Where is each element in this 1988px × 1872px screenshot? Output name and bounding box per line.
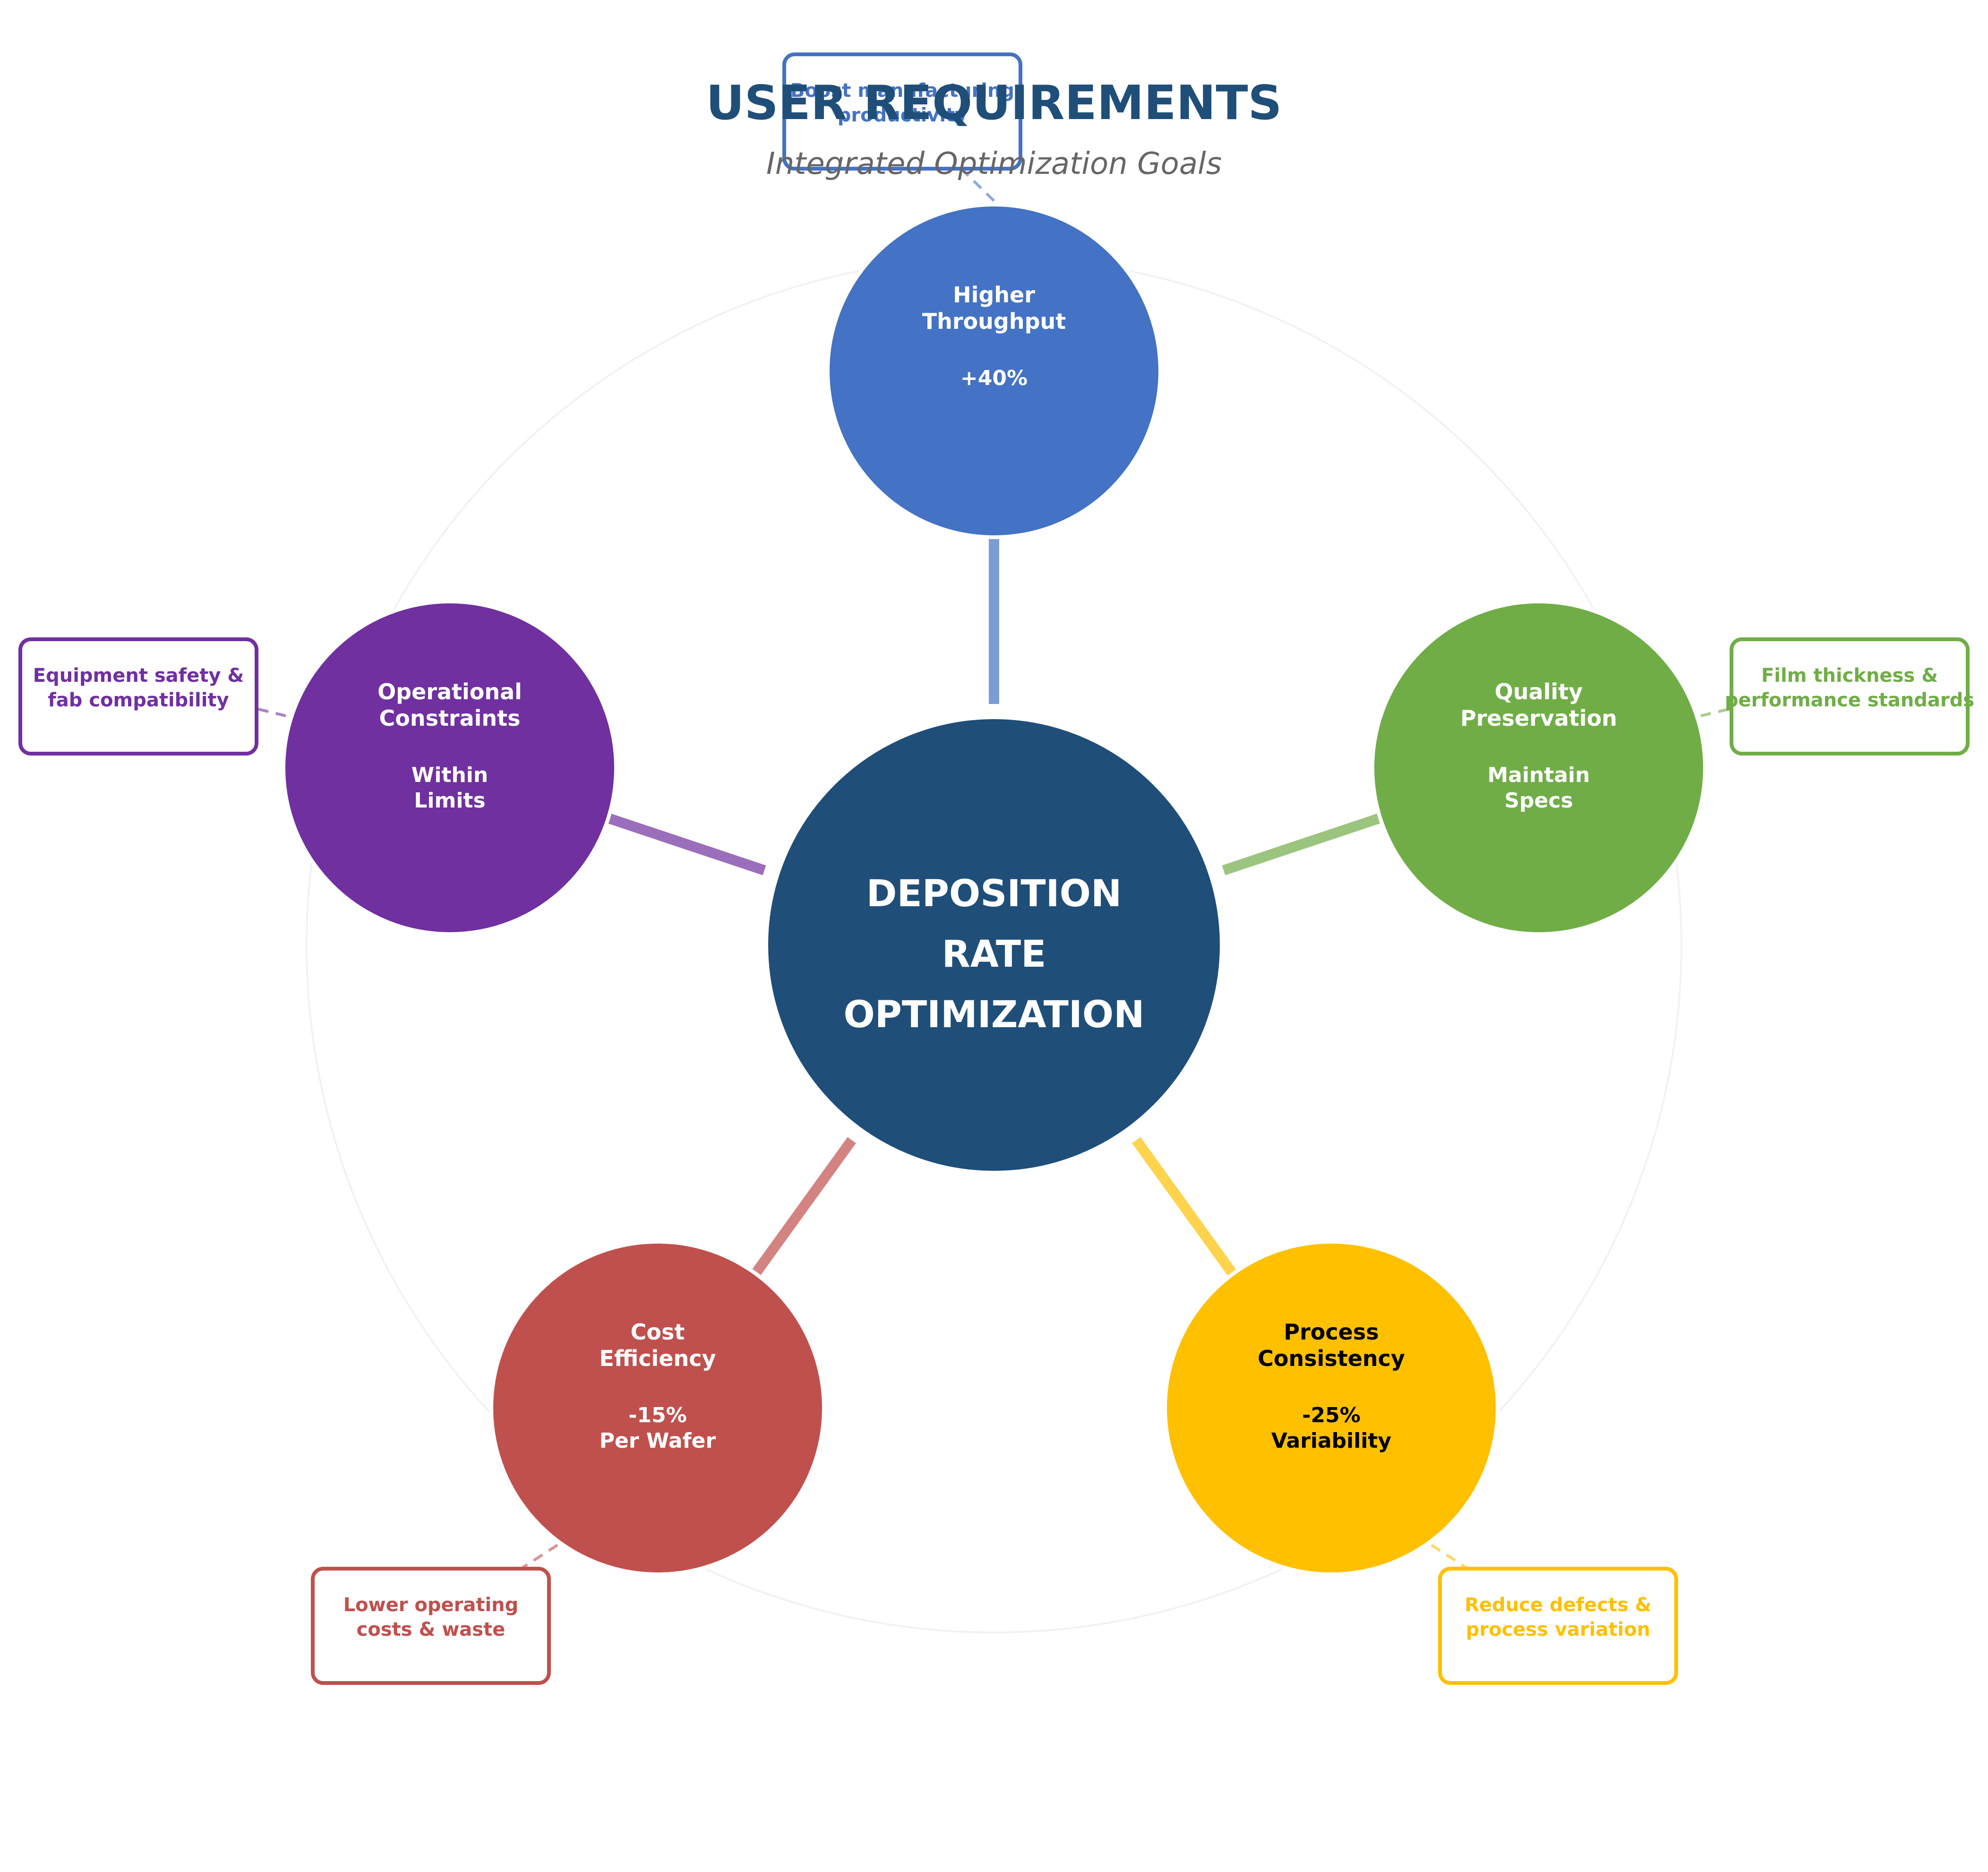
node-title-quality: Preservation <box>1460 705 1617 731</box>
node-metric-consistency: -25% <box>1302 1403 1361 1427</box>
center-text: DEPOSITION RATE OPTIMIZATION <box>843 873 1144 1036</box>
node-quality <box>1371 600 1707 936</box>
node-throughput <box>826 203 1162 539</box>
node-metric-quality: Maintain <box>1487 763 1590 787</box>
note-text-throughput: Boost manufacturing <box>790 80 1014 102</box>
page-title: USER REQUIREMENTS <box>706 75 1282 130</box>
note-text-consistency: Reduce defects & <box>1465 1594 1652 1616</box>
note-box-consistency <box>1438 1567 1678 1685</box>
node-operational <box>282 600 618 936</box>
center-label-line: OPTIMIZATION <box>843 994 1144 1036</box>
node-title-operational: Constraints <box>379 705 520 731</box>
node-title-cost: Cost <box>631 1319 685 1345</box>
node-cost <box>489 1240 826 1576</box>
note-text-quality: Film thickness & <box>1761 665 1938 687</box>
connector-quality <box>1222 815 1377 876</box>
node-title-consistency: Consistency <box>1258 1346 1405 1371</box>
connector-operational <box>611 815 766 876</box>
note-box-quality <box>1730 637 1970 756</box>
center-label-line: RATE <box>942 933 1046 976</box>
note-box-cost <box>311 1567 551 1685</box>
node-title-throughput: Throughput <box>922 309 1066 334</box>
node-title-cost: Efficiency <box>600 1346 716 1371</box>
connector-consistency <box>1132 1137 1235 1274</box>
node-title-consistency: Process <box>1284 1319 1379 1345</box>
node-metric-consistency: Variability <box>1271 1429 1391 1453</box>
note-text-throughput: productivity <box>838 104 967 126</box>
node-metric-operational: Within <box>411 763 488 787</box>
note-text-consistency: process variation <box>1466 1619 1651 1640</box>
note-boxes <box>18 52 1970 1685</box>
node-metric-quality: Specs <box>1504 789 1573 813</box>
note-box-throughput <box>782 52 1022 171</box>
node-metric-cost: Per Wafer <box>600 1429 716 1453</box>
node-metric-throughput: +40% <box>960 366 1028 390</box>
node-title-throughput: Higher <box>953 282 1035 308</box>
node-metric-cost: -15% <box>628 1403 687 1427</box>
note-text-quality: performance standards <box>1725 689 1974 711</box>
note-text-operational: Equipment safety & <box>33 665 244 687</box>
node-circles <box>282 203 1707 1576</box>
note-box-operational <box>18 637 258 756</box>
note-text-operational: fab compatibility <box>48 689 229 711</box>
page-subtitle: Integrated Optimization Goals <box>766 146 1222 181</box>
note-text-cost: costs & waste <box>357 1619 506 1640</box>
center-hub <box>764 715 1224 1175</box>
center-label-line: DEPOSITION <box>866 873 1122 915</box>
node-consistency <box>1163 1240 1500 1576</box>
connector-cost <box>753 1137 856 1274</box>
node-title-operational: Operational <box>377 679 522 704</box>
note-text-cost: Lower operating <box>343 1594 519 1616</box>
node-title-quality: Quality <box>1495 679 1583 704</box>
node-metric-operational: Limits <box>414 789 485 813</box>
